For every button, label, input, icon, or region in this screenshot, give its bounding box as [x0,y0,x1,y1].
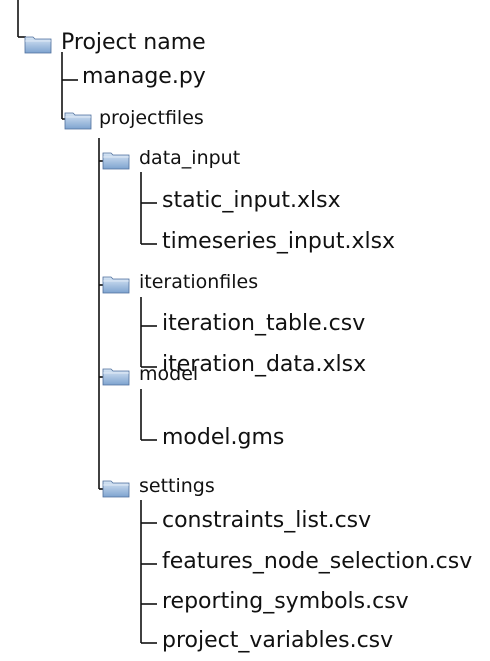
folder-icon [24,36,52,54]
folder-label-data-input: data_input [139,147,241,169]
file-label: reporting_symbols.csv [162,589,409,614]
folder-label-project: Project name [61,30,206,55]
folder-label-iterationfiles: iterationfiles [139,271,259,293]
file-label: iteration_data.xlsx [162,352,367,377]
folder-icon [102,152,130,170]
file-label: static_input.xlsx [162,188,341,213]
file-label: model.gms [162,425,285,450]
file-label: features_node_selection.csv [162,549,473,574]
folder-label-settings: settings [139,475,215,497]
folder-icon [64,112,92,130]
folder-icon [102,368,130,386]
folder-label-projectfiles: projectfiles [99,107,204,129]
file-label: project_variables.csv [162,628,394,653]
file-label-manage: manage.py [82,64,206,89]
file-label: iteration_table.csv [162,311,366,336]
folder-label-model: model [139,363,199,385]
folder-icon [102,480,130,498]
file-label: timeseries_input.xlsx [162,229,396,254]
folder-icon [102,276,130,294]
file-label: constraints_list.csv [162,508,372,533]
